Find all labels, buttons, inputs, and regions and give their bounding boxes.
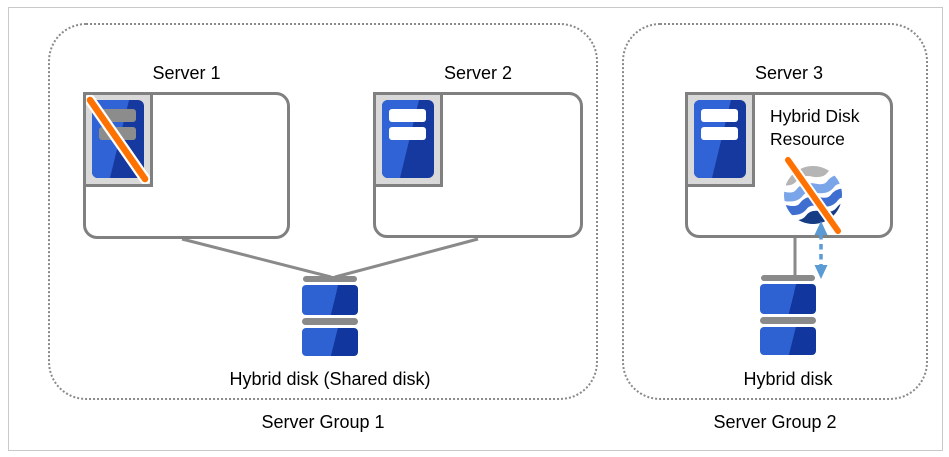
disk-platter [302, 285, 358, 315]
server-group-1-box [48, 23, 598, 400]
globe-striped-failed-icon [777, 155, 849, 240]
disk-cap [761, 275, 815, 281]
server-group-2-box [622, 23, 928, 400]
hybrid-disk-icon [760, 275, 816, 355]
hybrid-disk-resource-label: Hybrid Disk Resource [770, 106, 860, 149]
server-tower-icon [688, 100, 752, 188]
server-3-icon-frame [685, 92, 755, 187]
server-group-1-label: Server Group 1 [261, 412, 385, 432]
shared-disk-label: Hybrid disk (Shared disk) [229, 369, 431, 389]
server-1-icon-frame [83, 92, 153, 187]
server-tower-icon [376, 100, 440, 188]
server-2-label: Server 2 [443, 63, 513, 83]
shared-disk-icon [302, 276, 358, 356]
server-3-label: Server 3 [754, 63, 824, 83]
disk-divider [760, 317, 816, 324]
disk-platter [760, 284, 816, 314]
disk-platter [760, 327, 816, 355]
server-group-2-label: Server Group 2 [713, 412, 837, 432]
server-2-icon-frame [373, 92, 443, 187]
disk-divider [302, 318, 358, 325]
canvas-border [8, 7, 943, 451]
server-tower-failed-icon [84, 94, 151, 188]
hybrid-disk-label: Hybrid disk [743, 369, 833, 389]
disk-platter [302, 328, 358, 356]
dashed-double-arrow-icon [812, 221, 830, 284]
disk-cap [303, 276, 357, 282]
server-1-label: Server 1 [152, 63, 221, 83]
